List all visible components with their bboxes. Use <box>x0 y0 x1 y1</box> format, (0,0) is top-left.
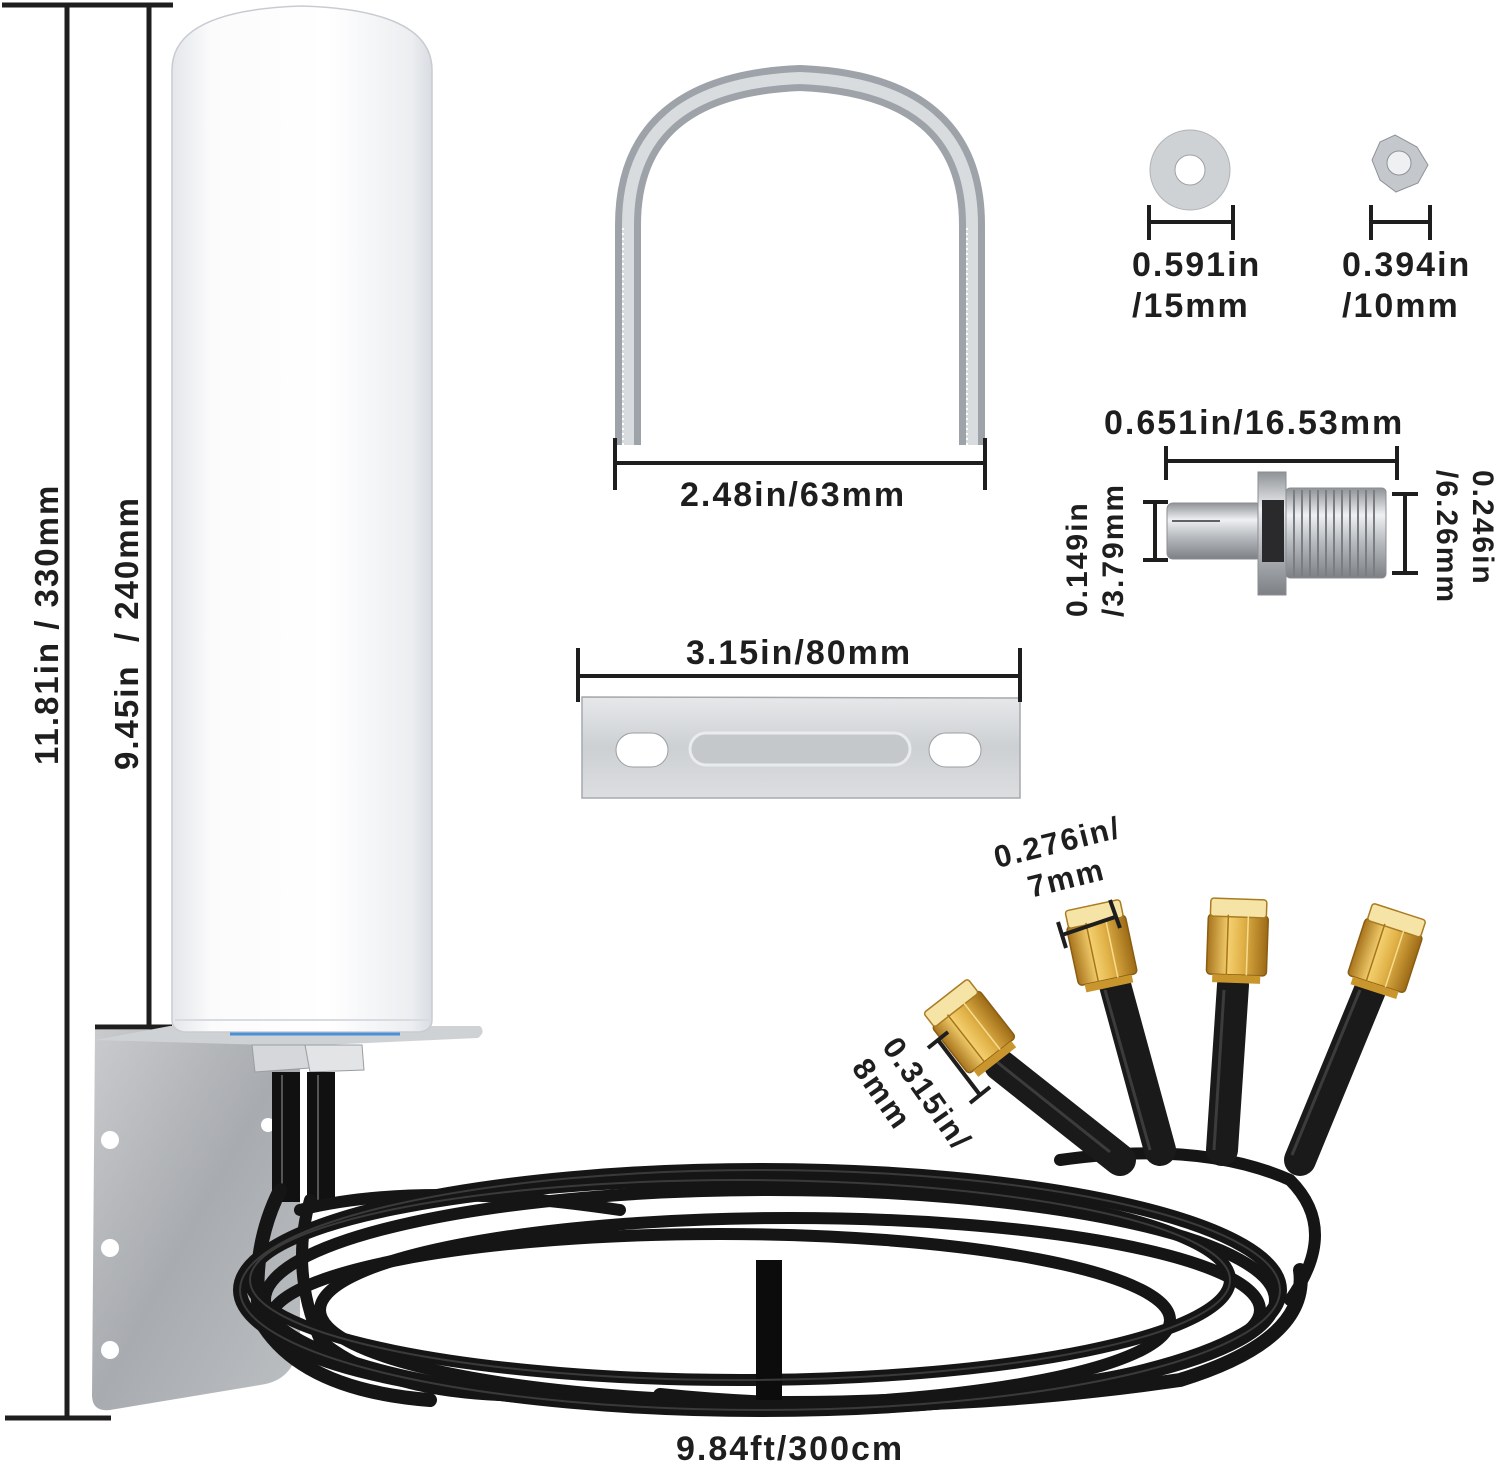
coiled-cable <box>233 1147 1321 1417</box>
hex-nut <box>1371 134 1429 193</box>
nut-dimension-line <box>1369 205 1432 240</box>
adapter-dimension-lines <box>1143 446 1418 575</box>
nut-size-label: 0.394in /10mm <box>1342 245 1471 327</box>
pin-label-inches: 0.149in <box>1061 501 1094 617</box>
u-bolt <box>615 64 985 445</box>
antenna-radome <box>171 5 433 1036</box>
nut-label-mm: /10mm <box>1342 286 1460 325</box>
cable-stubs <box>272 1072 335 1202</box>
mount-plate-width-label: 3.15in/80mm <box>686 634 913 672</box>
sma-connector-1 <box>923 979 1017 1077</box>
mount-plate-dimension-line <box>576 648 1022 702</box>
cable-length-label: 9.84ft/300cm <box>676 1430 905 1468</box>
base-nuts <box>251 1044 365 1073</box>
sma-pigtail-cables <box>984 969 1386 1176</box>
u-bolt-dimension-line <box>613 438 987 490</box>
sma-connector-3 <box>1205 897 1269 984</box>
washer <box>1149 129 1231 211</box>
adapter-connector <box>1166 471 1387 596</box>
washer-label-mm: /15mm <box>1132 286 1250 325</box>
sma-pigtail-highlights <box>991 989 1362 1156</box>
washer-diameter-label: 0.591in /15mm <box>1132 245 1261 327</box>
sma-connector-4 <box>1347 903 1426 1000</box>
adapter-thread-diameter-label: 0.246in /6.26mm <box>1428 470 1500 604</box>
pin-label-mm: /3.79mm <box>1097 482 1130 617</box>
antenna-radome-height-label: 9.45in / 240mm <box>108 496 145 770</box>
nut-label-inches: 0.394in <box>1342 246 1472 284</box>
washer-label-inches: 0.591in <box>1132 246 1262 284</box>
mount-plate <box>581 696 1021 799</box>
adapter-length-label: 0.651in/16.53mm <box>1104 404 1405 442</box>
thread-label-mm: /6.26mm <box>1430 470 1463 605</box>
adapter-pin-diameter-label: 0.149in /3.79mm <box>1060 483 1132 617</box>
antenna-height-dimension-lines <box>2 2 173 1421</box>
u-bolt-width-label: 2.48in/63mm <box>680 476 907 514</box>
sma-dimension-lines <box>926 899 1122 1105</box>
washer-dimension-line <box>1147 205 1235 240</box>
antenna-total-height-label: 11.81in / 330mm <box>28 483 65 765</box>
sma-connector-2 <box>1064 899 1138 993</box>
thread-label-inches: 0.246in <box>1466 470 1499 586</box>
